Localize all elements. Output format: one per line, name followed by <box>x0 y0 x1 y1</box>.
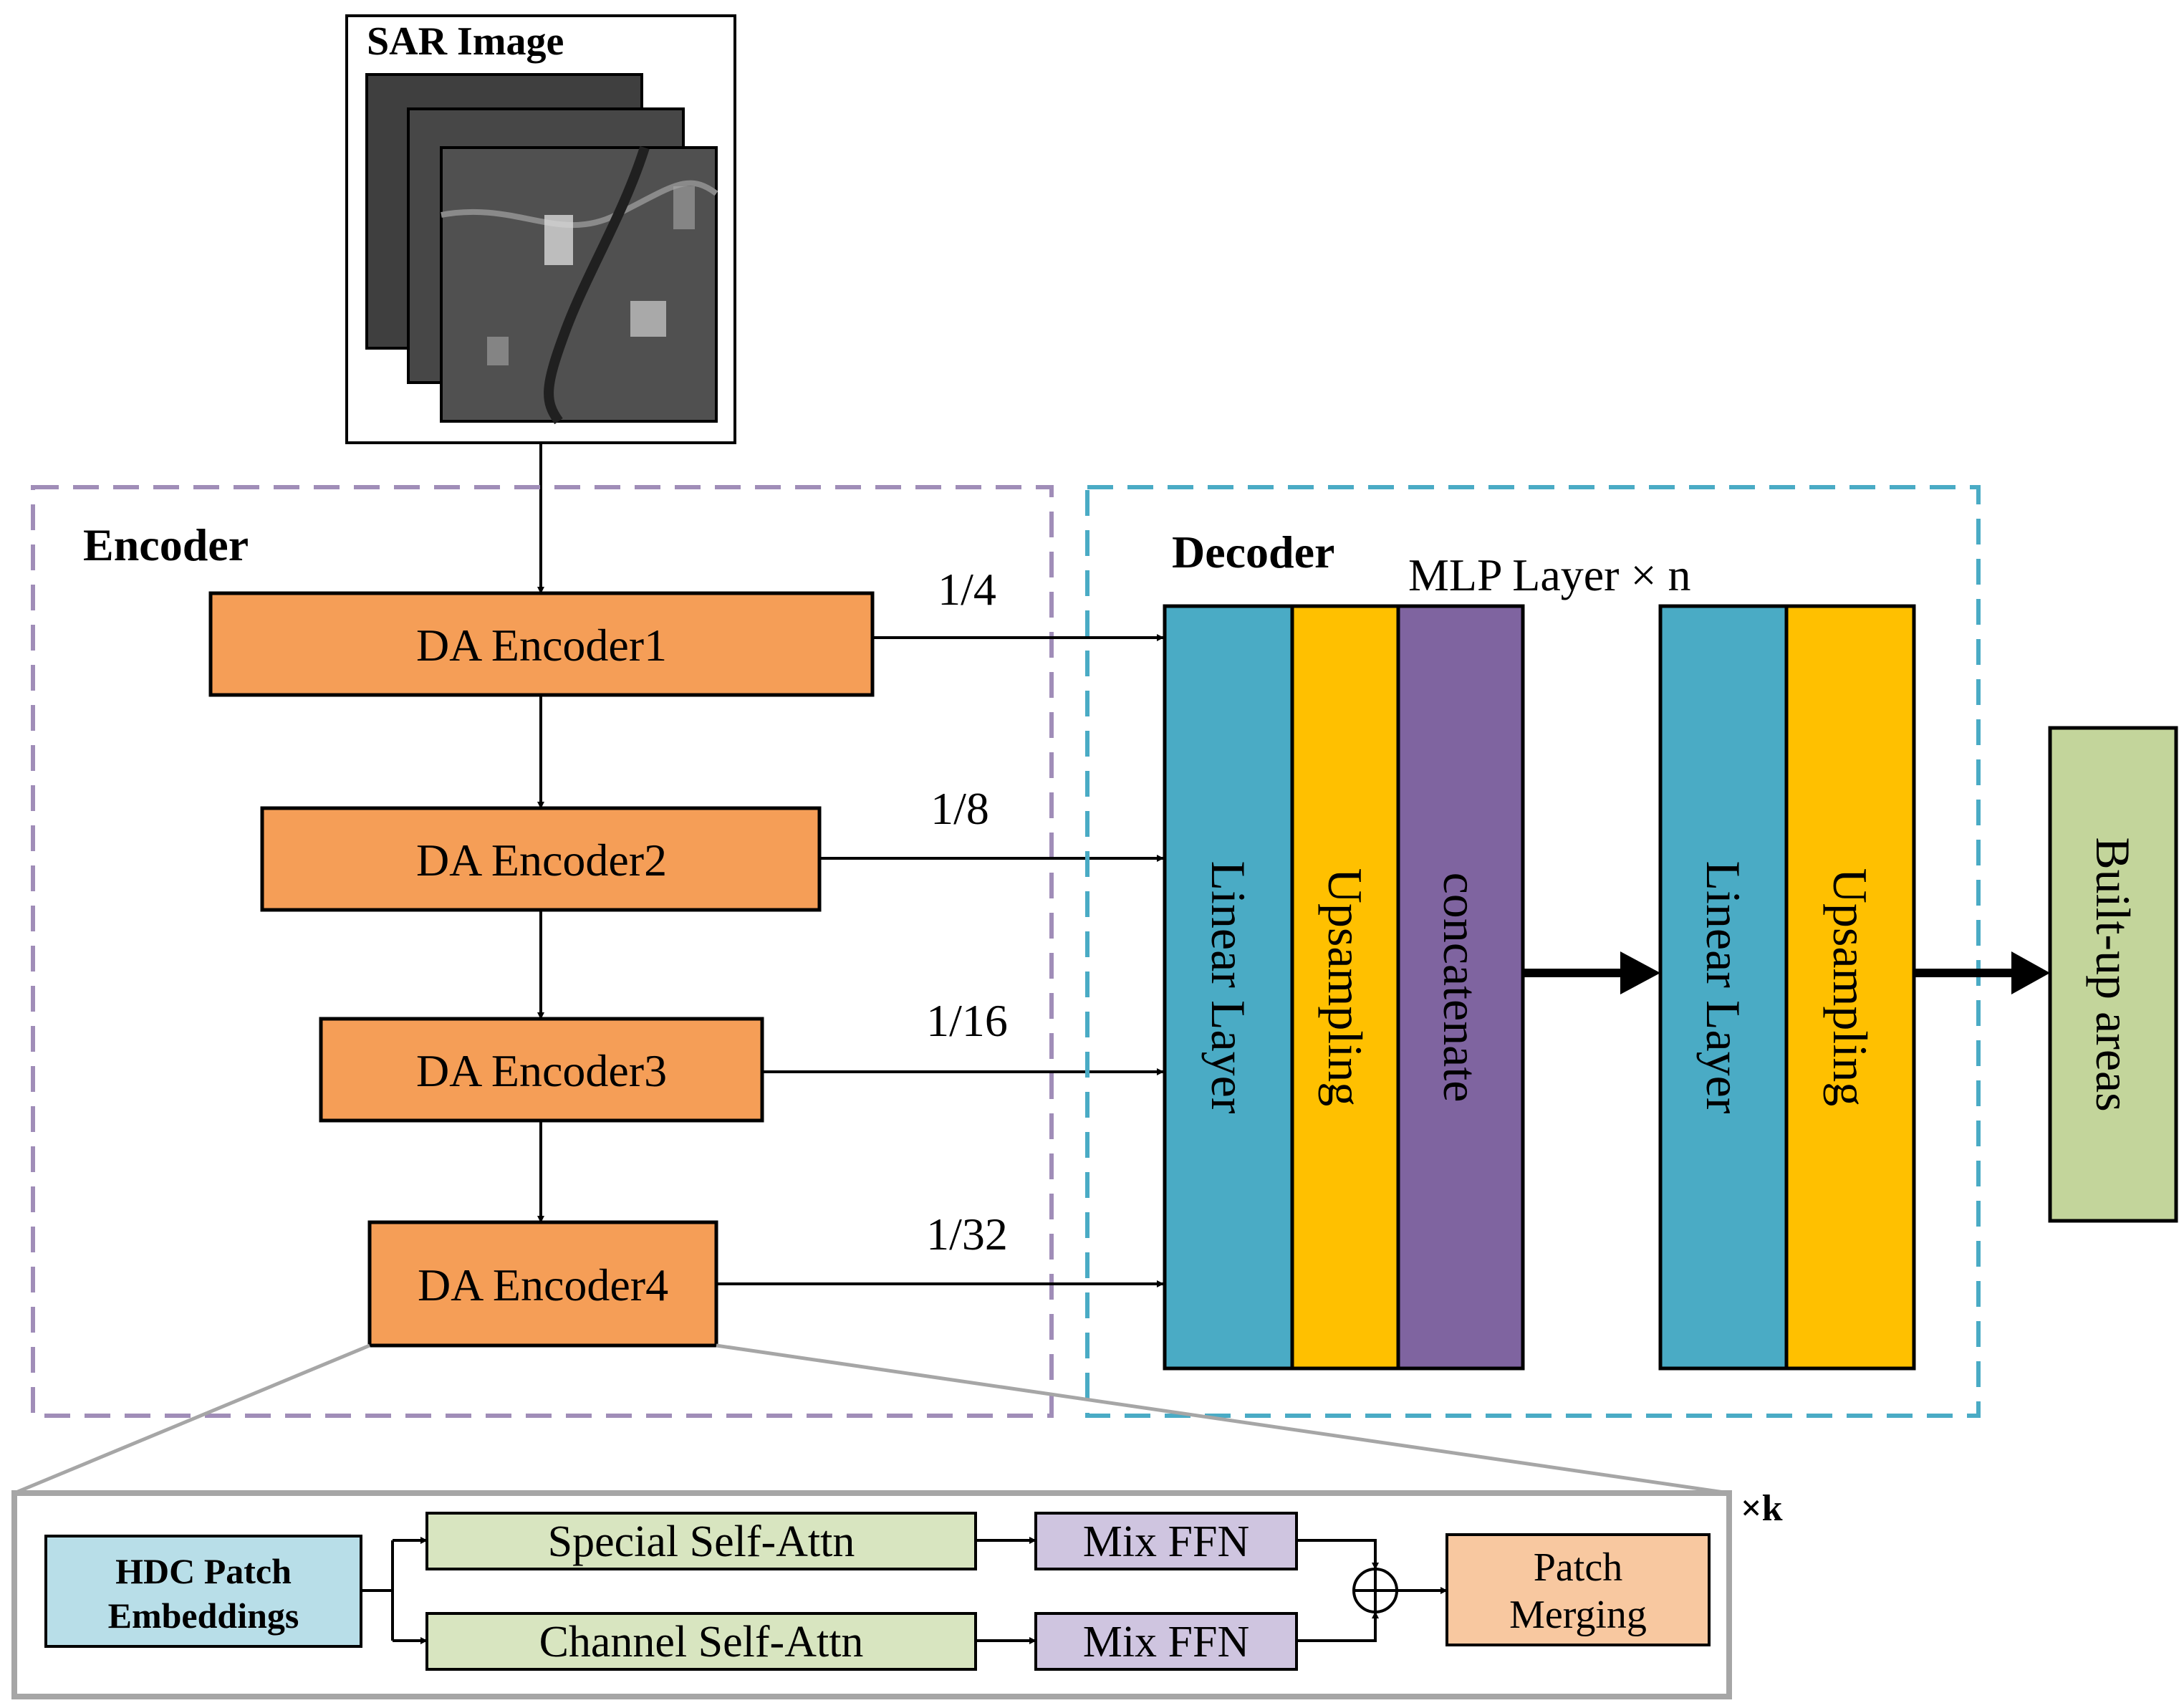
mix-ffn-top-box <box>1034 1512 1298 1570</box>
spatial-self-attn-label: Special Self-Attn <box>548 1517 855 1566</box>
encoder-block-4 <box>367 1220 718 1348</box>
patch-merging-box <box>1445 1533 1711 1646</box>
ffn-bottom-to-sum <box>1297 1611 1379 1642</box>
built-up-areas-label: Built-up areas <box>2086 837 2140 1111</box>
stage2-to-output-arrowhead <box>2011 951 2050 994</box>
upsampling-2-label: Upsampling <box>1823 868 1877 1106</box>
sar-image-title: SAR Image <box>367 19 564 64</box>
encoder-block-1 <box>208 591 875 697</box>
concatenate-column <box>1396 604 1525 1371</box>
patch-embeddings-box <box>44 1535 362 1648</box>
linear-layer-1 <box>1163 604 1294 1371</box>
encoder-block-2-label: DA Encoder2 <box>416 835 667 886</box>
patch-merging-label-line1: Patch <box>1534 1545 1622 1590</box>
encoder-frame <box>31 485 1054 1418</box>
decoder-title: Decoder <box>1172 527 1334 577</box>
encoder-title: Encoder <box>83 519 249 570</box>
encoder-block-3-label: DA Encoder3 <box>416 1045 667 1096</box>
encoder-block-3 <box>319 1017 764 1123</box>
upsampling-2 <box>1784 604 1916 1371</box>
built-up-areas-box <box>2048 726 2178 1223</box>
zoom-line-right <box>716 1343 1730 1495</box>
spatial-self-attn-box <box>425 1512 977 1570</box>
concat-to-stage2-arrowhead <box>1620 951 1660 994</box>
sum-icon <box>1352 1568 1398 1613</box>
ffn-top-to-sum <box>1297 1539 1379 1570</box>
encoder-block-4-label: DA Encoder4 <box>418 1260 668 1310</box>
patch-embeddings-label-line2: Embeddings <box>108 1596 299 1636</box>
scale-label-4: 1/32 <box>926 1209 1008 1260</box>
mix-ffn-top-label: Mix FFN <box>1083 1517 1250 1566</box>
channel-self-attn-label: Channel Self-Attn <box>539 1618 864 1666</box>
scale-label-2: 1/8 <box>930 783 989 834</box>
channel-self-attn-box <box>425 1612 977 1671</box>
upsampling-1-label: Upsampling <box>1318 868 1372 1106</box>
encoder-block-2 <box>260 806 822 912</box>
patch-merging-label-line2: Merging <box>1509 1593 1647 1637</box>
decoder-frame <box>1085 485 1981 1418</box>
linear-layer-2-label: Linear Layer <box>1696 861 1751 1114</box>
zoom-line-left <box>14 1343 370 1495</box>
mlp-layer-label: MLP Layer × n <box>1408 550 1691 600</box>
mix-ffn-bottom-label: Mix FFN <box>1083 1618 1250 1666</box>
linear-layer-1-label: Linear Layer <box>1201 861 1256 1114</box>
split-connector <box>361 1540 394 1641</box>
repeat-label: ×k <box>1741 1488 1783 1529</box>
scale-label-1: 1/4 <box>938 564 996 615</box>
sar-image-panel: SAR Image <box>345 14 736 444</box>
encoder-block-1-label: DA Encoder1 <box>416 620 667 671</box>
sar-image-stack <box>365 73 718 425</box>
concatenate-label: concatenate <box>1433 873 1488 1103</box>
patch-embeddings-label-line1: HDC Patch <box>115 1551 292 1591</box>
linear-layer-2 <box>1658 604 1789 1371</box>
scale-label-3: 1/16 <box>926 995 1008 1046</box>
